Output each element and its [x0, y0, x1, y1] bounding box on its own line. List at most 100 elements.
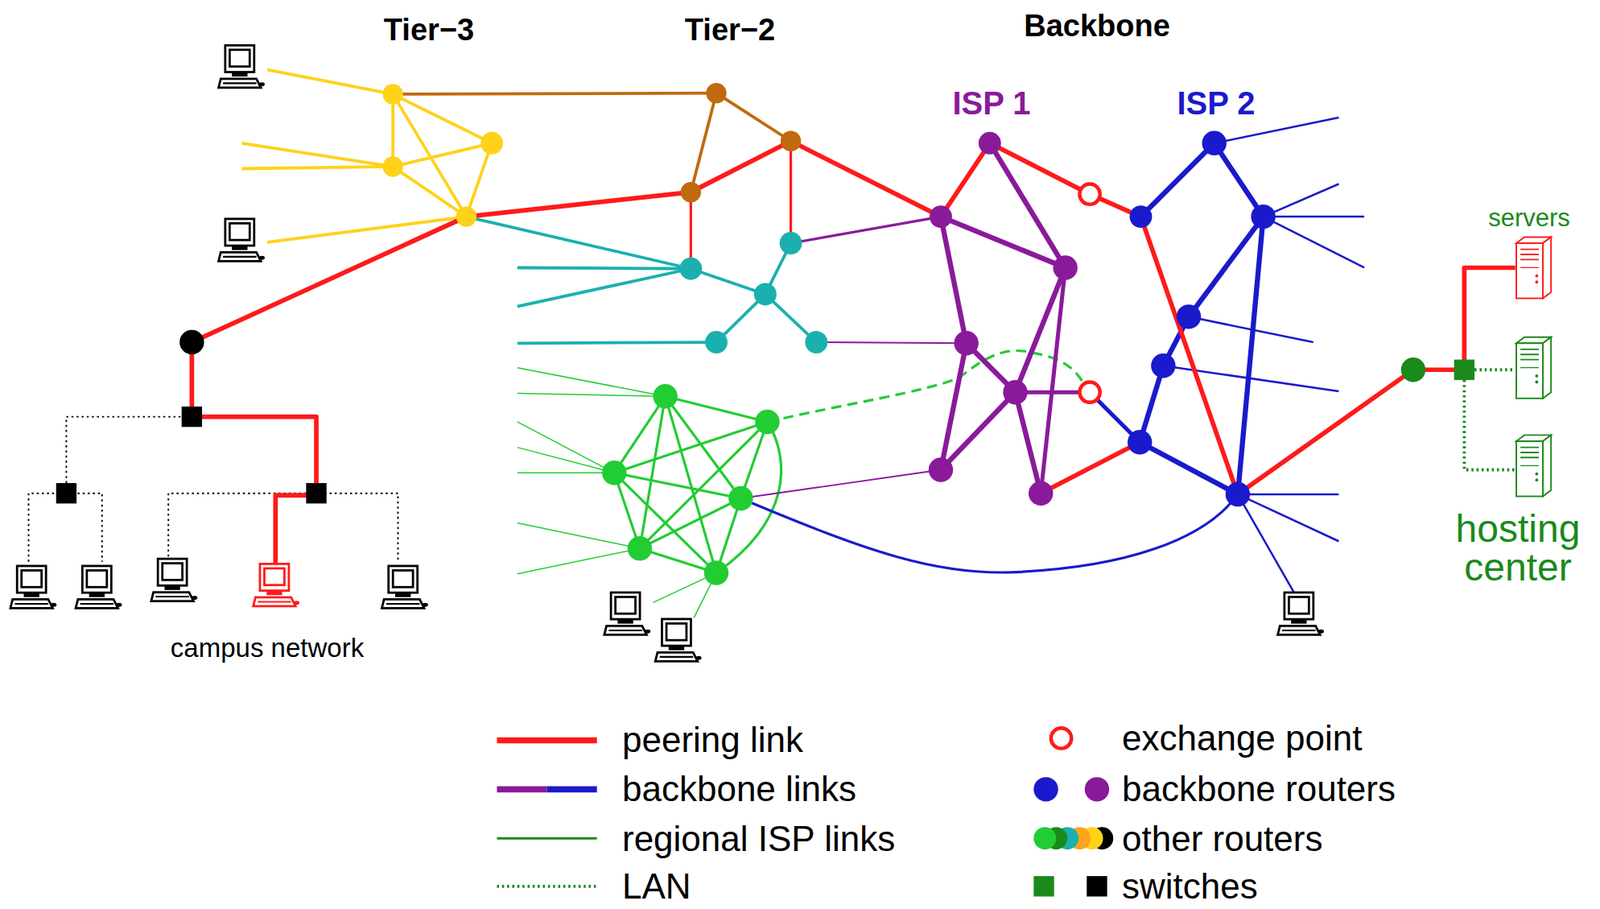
computers-part	[1278, 592, 1324, 636]
peering-links	[191, 140, 1515, 567]
campus-switches	[56, 406, 327, 504]
isp2-backbone-part	[1188, 216, 1264, 317]
computers-part	[381, 565, 428, 609]
isp2-spokes-part	[1214, 117, 1340, 144]
exchange-points-part	[1079, 381, 1100, 402]
tier2-links-part	[392, 93, 717, 95]
isp2-routers-part	[1250, 204, 1275, 229]
tier2-routers-part	[680, 181, 702, 203]
isp1-routers-part	[978, 131, 1002, 155]
regional-mesh	[614, 395, 781, 573]
regional-links-part	[517, 342, 717, 343]
tier3-links-part	[391, 94, 395, 167]
teal-routers-part	[679, 257, 702, 281]
regional-mesh-part	[614, 472, 717, 573]
computers-part	[151, 558, 198, 602]
regional-uplinks	[740, 216, 1238, 573]
servers-part	[1516, 337, 1551, 399]
legend-samples	[496, 727, 1114, 896]
legend-samples-part	[496, 884, 597, 888]
teal-routers-part	[779, 231, 803, 255]
isp1-routers-part	[1052, 255, 1077, 280]
legend-text: regional ISP links	[622, 819, 895, 858]
isp1-backbone	[940, 143, 1090, 494]
tier3-routers	[382, 83, 504, 227]
legend-samples-part	[496, 786, 547, 793]
legend-samples-part	[1033, 875, 1054, 896]
tier2-routers-part	[780, 131, 801, 152]
peering-links-part	[191, 140, 1515, 567]
isp2-spokes-part	[1263, 184, 1340, 218]
isp2-routers-part	[1129, 205, 1153, 228]
isp1-routers-part	[929, 205, 953, 228]
tier2-routers-part	[705, 82, 726, 104]
green-routers-part	[602, 460, 627, 485]
legend-samples-part	[1051, 727, 1072, 748]
legend-samples-part	[1086, 875, 1107, 896]
servers-part	[1516, 434, 1551, 496]
computers-part	[604, 592, 651, 636]
campus-label: campus network	[170, 633, 364, 663]
computers-part	[655, 618, 702, 662]
regional-links-part	[465, 216, 691, 269]
isp2-routers	[1127, 131, 1276, 508]
tier3-links-part	[392, 166, 466, 217]
legend-text: switches	[1121, 866, 1258, 906]
legend-samples-part	[1084, 776, 1110, 801]
peering-links-part	[789, 140, 792, 244]
regional-mesh-part	[639, 421, 768, 549]
exchange-points	[1079, 184, 1100, 403]
tier2-links	[392, 93, 791, 193]
regional-spokes-part	[517, 367, 666, 397]
green-routers-part	[627, 536, 652, 561]
tier3-links-part	[465, 143, 492, 217]
tier3-routers-part	[382, 156, 403, 177]
green-routers	[602, 383, 780, 586]
legend-samples-part	[1033, 776, 1058, 801]
peering-links-part	[689, 192, 693, 269]
tier3-routers-part	[382, 83, 403, 104]
regional-mesh-part	[614, 472, 741, 499]
campus-lan-part	[28, 493, 103, 562]
regional-spokes-part	[517, 548, 640, 574]
isp2-spokes-part	[1237, 494, 1295, 593]
isp2-backbone-part	[1237, 216, 1264, 495]
hosting-label: hosting center	[1439, 509, 1597, 587]
isp2-routers-part	[1176, 304, 1201, 329]
isp2-routers-part	[1225, 482, 1250, 507]
tier2-links-part	[690, 93, 717, 193]
isp1-routers-part	[953, 330, 978, 355]
legend-text: LAN	[622, 866, 692, 906]
isp-label: ISP 2	[1176, 85, 1255, 121]
teal-routers	[679, 231, 828, 354]
regional-uplinks-part	[740, 470, 941, 499]
isp2-routers-part	[1202, 131, 1227, 156]
tier3-links-part	[241, 143, 393, 167]
legend-text: peering link	[622, 720, 804, 759]
legend-text: exchange point	[1121, 718, 1362, 758]
computers-part	[218, 45, 265, 88]
isp2-backbone-part	[1140, 143, 1214, 217]
regional-spokes-part	[517, 472, 615, 475]
regional-uplinks-part	[740, 494, 1238, 573]
campus-switches-part	[181, 406, 203, 427]
servers-label: servers	[1488, 204, 1571, 232]
computers	[10, 45, 1324, 661]
isp2-spokes-part	[1263, 216, 1365, 268]
legend-text: backbone links	[622, 769, 857, 809]
tier3-links-part	[392, 143, 492, 167]
hosting-lan-part	[1463, 369, 1515, 470]
green-routers-part	[652, 383, 677, 409]
regional-links-part	[517, 268, 692, 307]
hosting-lan	[1463, 369, 1515, 470]
tier3-links-part	[392, 94, 466, 217]
legend-samples-part	[1033, 826, 1056, 850]
regional-links	[465, 216, 817, 343]
isp-label: ISP 1	[952, 85, 1031, 121]
legend-samples-part	[496, 737, 597, 744]
regional-mesh-part	[716, 421, 782, 574]
regional-spokes-part	[517, 421, 615, 473]
isp1-backbone-part	[1040, 267, 1065, 493]
isp1-routers-part	[928, 457, 953, 482]
tier3-links-part	[241, 166, 393, 170]
